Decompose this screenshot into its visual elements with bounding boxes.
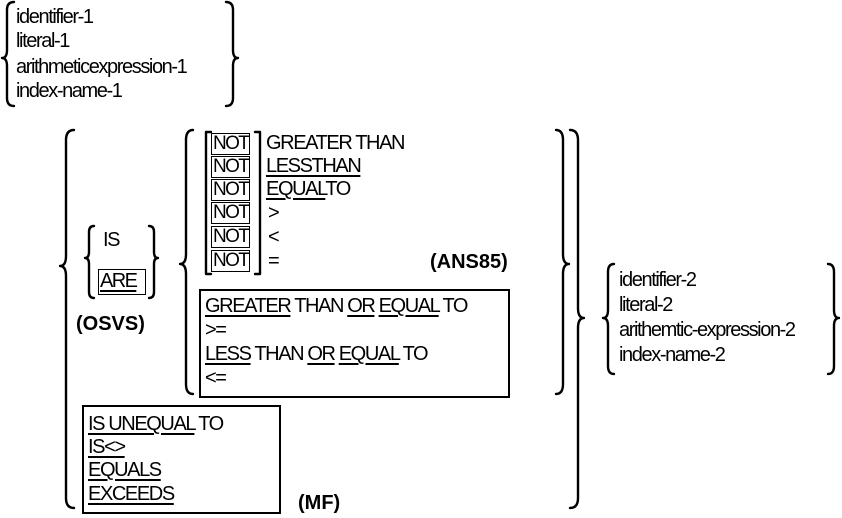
not-box: NOT (211, 226, 251, 248)
operand1-literal: literal-1 (16, 30, 70, 52)
right-brace (826, 262, 841, 376)
ans85-label: (ANS85) (430, 251, 508, 273)
greater-keyword: GREATER (205, 295, 292, 317)
right-brace (568, 128, 586, 510)
mf-line-exceeds: EXCEEDS (88, 483, 175, 505)
not-box: NOT (211, 250, 251, 272)
operand2-arithmetic: arithemtic-expression-2 (619, 319, 796, 341)
not-keyword: NOT (213, 250, 250, 271)
than-word: THAN (254, 343, 304, 365)
rel-eq-symbol: = (268, 250, 280, 272)
operand2-identifier: identifier-2 (619, 269, 697, 291)
are-keyword: ARE (100, 270, 138, 292)
left-brace (601, 262, 616, 376)
rel-gt-symbol: > (268, 202, 280, 224)
right-brace (147, 224, 160, 300)
mf-box (82, 405, 281, 514)
operand1-index: index-name-1 (16, 80, 123, 102)
operand1-arithmetic: arithmeticexpression-1 (16, 56, 188, 78)
not-keyword: NOT (213, 179, 250, 200)
equal-keyword: EQUAL (338, 343, 400, 365)
ge-symbol: >= (205, 319, 227, 341)
not-box: NOT (211, 156, 251, 178)
mf-line-equals: EQUALS (88, 459, 162, 481)
than-word: THAN (294, 295, 344, 317)
rel-equal-to: EQUALTO (266, 178, 351, 200)
less-keyword: LESS (205, 343, 252, 365)
not-box: NOT (211, 133, 251, 155)
mf-line-unequal: IS UNEQUAL TO (88, 413, 224, 435)
or-keyword: OR (307, 343, 336, 365)
le-symbol: <= (205, 367, 227, 389)
left-brace (83, 224, 96, 300)
to-word: TO (325, 178, 351, 200)
not-keyword: NOT (213, 226, 250, 247)
greater-keyword: GREATER (266, 132, 353, 154)
operand2-index: index-name-2 (619, 344, 726, 366)
rel-less-than: LESSTHAN (266, 155, 362, 177)
left-brace (178, 128, 195, 396)
operand1-identifier: identifier-1 (16, 6, 94, 28)
right-brace (554, 128, 571, 396)
not-keyword: NOT (213, 156, 250, 177)
equal-keyword: EQUAL (378, 295, 440, 317)
to-word: TO (198, 413, 224, 435)
are-box: ARE (98, 269, 146, 295)
rel-greater-than: GREATER THAN (266, 132, 405, 154)
is-keyword: IS (103, 229, 121, 251)
mf-label: (MF) (298, 492, 341, 514)
operand2-literal: literal-2 (619, 294, 673, 316)
le-line: LESS THAN OR EQUAL TO (205, 343, 429, 365)
osvs-label: (OSVS) (76, 313, 145, 335)
equal-keyword: EQUAL (266, 178, 327, 200)
rel-lt-symbol: < (268, 226, 280, 248)
or-keyword: OR (347, 295, 376, 317)
is-unequal-keyword: IS UNEQUAL (88, 413, 196, 435)
right-bracket (253, 130, 262, 276)
to-word: TO (402, 343, 429, 365)
less-keyword: LESSTHAN (266, 155, 362, 177)
to-word: TO (442, 295, 468, 317)
left-brace (0, 0, 16, 108)
mf-line-is-ne: IS<> (88, 436, 126, 458)
ge-line: GREATER THAN OR EQUAL TO (205, 295, 468, 317)
left-brace (58, 128, 76, 510)
right-brace (224, 0, 240, 108)
than-word: THAN (355, 132, 405, 154)
left-bracket (204, 130, 213, 276)
ans85-box (199, 289, 510, 398)
not-box: NOT (211, 202, 251, 224)
not-keyword: NOT (213, 202, 250, 223)
not-keyword: NOT (213, 133, 250, 154)
not-box: NOT (211, 179, 251, 201)
